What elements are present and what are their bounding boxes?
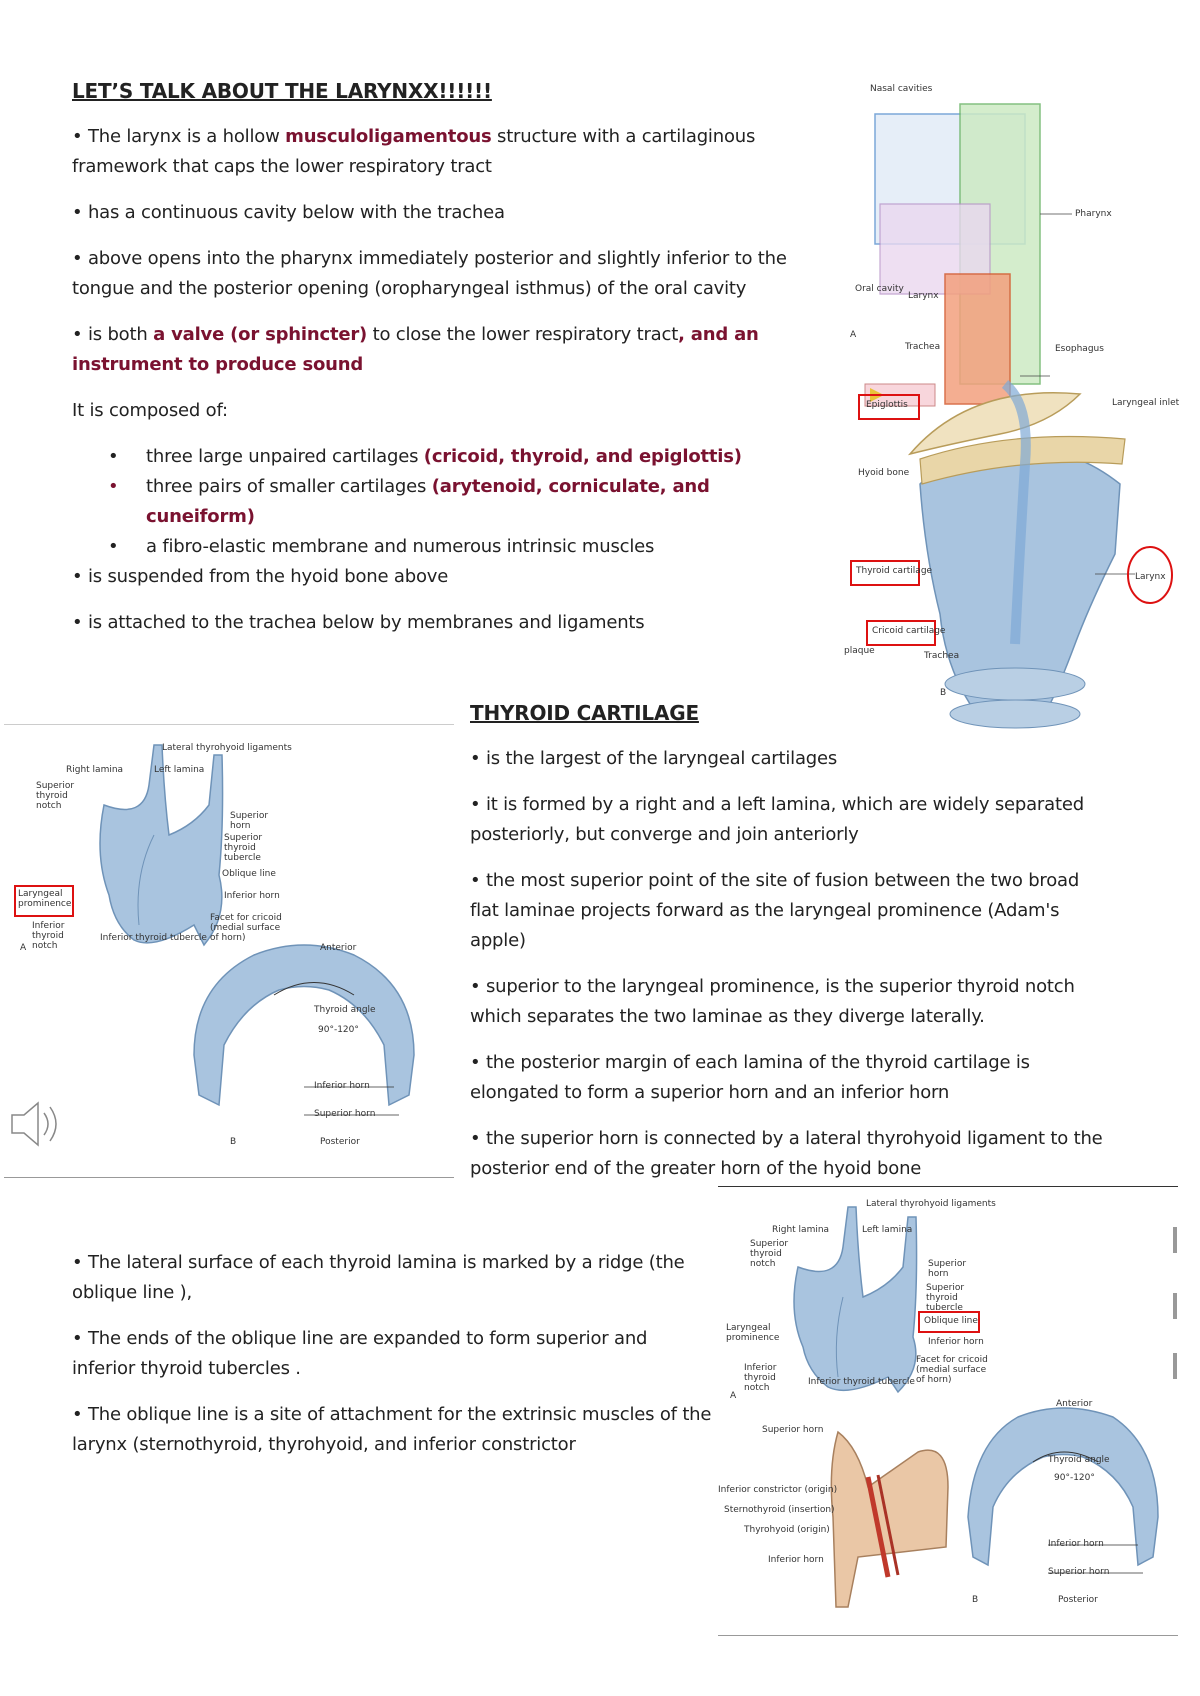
label-a: A <box>850 330 857 340</box>
label-esophagus: Esophagus <box>1055 344 1104 354</box>
oblique-line-illustration <box>793 1206 1177 1608</box>
label-sternothyroid: Sternothyroid (insertion) <box>724 1505 835 1515</box>
label-angle-value: 90°-120° <box>1054 1473 1095 1483</box>
larynx-attached: • is attached to the trachea below by me… <box>72 612 645 633</box>
label-right-lamina: Right lamina <box>66 765 124 775</box>
label-superior-horn-b: Superior horn <box>1048 1567 1110 1577</box>
label-lateral-thyrohyoid-ligaments: Lateral thyrohyoid ligaments <box>866 1199 996 1209</box>
section-thyroid-cartilage: THYROID CARTILAGE • is the largest of th… <box>470 698 1110 1200</box>
label-inferior-thyroid-tubercle: Inferior thyroid tubercle <box>808 1377 915 1387</box>
larynx-opening: • above opens into the pharynx immediate… <box>72 248 787 299</box>
oblique-attachment: • The oblique line is a site of attachme… <box>72 1404 712 1455</box>
label-superior-horn-2: Superior horn <box>762 1425 824 1435</box>
label-inferior-thyroid-notch: Inferior thyroid notch <box>32 921 65 951</box>
figure-larynx-overview: Nasal cavities Pharynx Oral cavity Laryn… <box>844 84 1180 784</box>
figure-oblique-line: Lateral thyrohyoid ligaments Right lamin… <box>718 1186 1178 1636</box>
label-laryngeal-inlet: Laryngeal inlet <box>1112 398 1180 408</box>
label-posterior: Posterior <box>320 1137 360 1147</box>
label-hyoid-bone: Hyoid bone <box>858 468 910 478</box>
label-anterior: Anterior <box>320 943 357 953</box>
composition-list: three large unpaired cartilages (cricoid… <box>72 442 812 562</box>
thyroid-largest: • is the largest of the laryngeal cartil… <box>470 748 838 769</box>
label-oral-cavity: Oral cavity <box>855 284 904 294</box>
section-larynx-intro: LET’S TALK ABOUT THE LARYNXX!!!!!! • The… <box>72 76 812 654</box>
label-facet-cricoid: Facet for cricoid (medial surface of hor… <box>210 913 282 943</box>
label-superior-thyroid-tubercle: Superior thyroid tubercle <box>224 833 263 863</box>
thyroid-horns: • the posterior margin of each lamina of… <box>470 1052 1030 1103</box>
larynx-function: • is both a valve (or sphincter) to clos… <box>72 324 759 375</box>
label-oblique-line: Oblique line <box>924 1316 978 1326</box>
larynx-cavity: • has a continuous cavity below with the… <box>72 202 505 223</box>
highlight-thyroid-cartilage <box>850 560 920 586</box>
label-left-lamina: Left lamina <box>154 765 205 775</box>
larynx-suspended: • is suspended from the hyoid bone above <box>72 566 449 587</box>
label-thyrohyoid: Thyrohyoid (origin) <box>744 1525 830 1535</box>
label-plaque: plaque <box>844 646 875 656</box>
label-superior-horn-b: Superior horn <box>314 1109 376 1119</box>
label-thyroid-angle: Thyroid angle <box>1048 1455 1110 1465</box>
section-oblique-line: • The lateral surface of each thyroid la… <box>72 1248 712 1476</box>
label-a: A <box>730 1391 737 1401</box>
oblique-ridge: • The lateral surface of each thyroid la… <box>72 1252 685 1303</box>
label-posterior: Posterior <box>1058 1595 1098 1605</box>
label-angle-value: 90°-120° <box>318 1025 359 1035</box>
label-thyroid-angle: Thyroid angle <box>314 1005 376 1015</box>
highlight-oblique-line <box>918 1311 980 1333</box>
highlight-laryngeal-prominence <box>14 885 74 917</box>
label-superior-horn: Superior horn <box>230 811 269 831</box>
section-title-larynx: LET’S TALK ABOUT THE LARYNXX!!!!!! <box>72 79 492 103</box>
label-oblique-line: Oblique line <box>222 869 276 879</box>
larynx-illustration <box>864 103 1173 729</box>
thyroid-notch: • superior to the laryngeal prominence, … <box>470 976 1075 1027</box>
list-item: three large unpaired cartilages (cricoid… <box>108 442 812 472</box>
label-pharynx: Pharynx <box>1075 209 1112 219</box>
label-superior-thyroid-tubercle: Superior thyroid tubercle <box>926 1283 965 1313</box>
label-inferior-horn: Inferior horn <box>928 1337 984 1347</box>
label-inferior-horn-b: Inferior horn <box>314 1081 370 1091</box>
thyroid-laminae: • it is formed by a right and a left lam… <box>470 794 1084 845</box>
highlight-cricoid-cartilage <box>866 620 936 646</box>
list-item: a fibro-elastic membrane and numerous in… <box>108 532 812 562</box>
label-inferior-thyroid-notch: Inferior thyroid notch <box>744 1363 777 1393</box>
label-nasal-cavities: Nasal cavities <box>870 84 933 94</box>
label-superior-thyroid-notch: Superior thyroid notch <box>750 1239 789 1269</box>
label-lateral-thyrohyoid-ligaments: Lateral thyrohyoid ligaments <box>162 743 292 753</box>
thyroid-ligament: • the superior horn is connected by a la… <box>470 1128 1103 1179</box>
label-trachea-b: Trachea <box>924 651 960 661</box>
label-b: B <box>940 688 947 698</box>
label-laryngeal-prominence: Laryngeal prominence <box>726 1323 780 1343</box>
label-b: B <box>972 1595 979 1605</box>
oblique-tubercles: • The ends of the oblique line are expan… <box>72 1328 648 1379</box>
label-trachea-a: Trachea <box>905 342 941 352</box>
section-title-thyroid: THYROID CARTILAGE <box>470 701 699 725</box>
larynx-definition: • The larynx is a hollow musculoligament… <box>72 126 756 177</box>
label-laryngeal-prominence: Laryngeal prominence <box>18 889 72 909</box>
label-b: B <box>230 1137 237 1147</box>
highlight-epiglottis <box>858 394 920 420</box>
label-larynx-a: Larynx <box>908 291 939 301</box>
label-left-lamina: Left lamina <box>862 1225 913 1235</box>
label-facet-cricoid: Facet for cricoid (medial surface of hor… <box>916 1355 988 1385</box>
label-superior-thyroid-notch: Superior thyroid notch <box>36 781 75 811</box>
label-inferior-horn-2: Inferior horn <box>768 1555 824 1565</box>
list-item: three pairs of smaller cartilages (aryte… <box>108 472 812 532</box>
thyroid-prominence: • the most superior point of the site of… <box>470 870 1080 951</box>
label-epiglottis: Epiglottis <box>866 400 908 410</box>
label-superior-horn: Superior horn <box>928 1259 967 1279</box>
speaker-icon[interactable] <box>11 1101 57 1147</box>
label-inferior-horn: Inferior horn <box>224 891 280 901</box>
label-a: A <box>20 943 27 953</box>
label-right-lamina: Right lamina <box>772 1225 830 1235</box>
label-thyroid-cartilage: Thyroid cartilage <box>856 566 933 576</box>
thyroid-cartilage-illustration <box>11 744 415 1147</box>
label-anterior: Anterior <box>1056 1399 1093 1409</box>
label-inferior-thyroid-tubercle: Inferior thyroid tubercle <box>100 933 207 943</box>
label-larynx-b: Larynx <box>1135 572 1166 582</box>
label-cricoid-cartilage: Cricoid cartilage <box>872 626 946 636</box>
figure-thyroid-cartilage: Lateral thyrohyoid ligaments Right lamin… <box>4 724 454 1178</box>
label-inferior-horn-b: Inferior horn <box>1048 1539 1104 1549</box>
composed-label: It is composed of: <box>72 400 228 421</box>
label-inferior-constrictor: Inferior constrictor (origin) <box>718 1485 838 1495</box>
